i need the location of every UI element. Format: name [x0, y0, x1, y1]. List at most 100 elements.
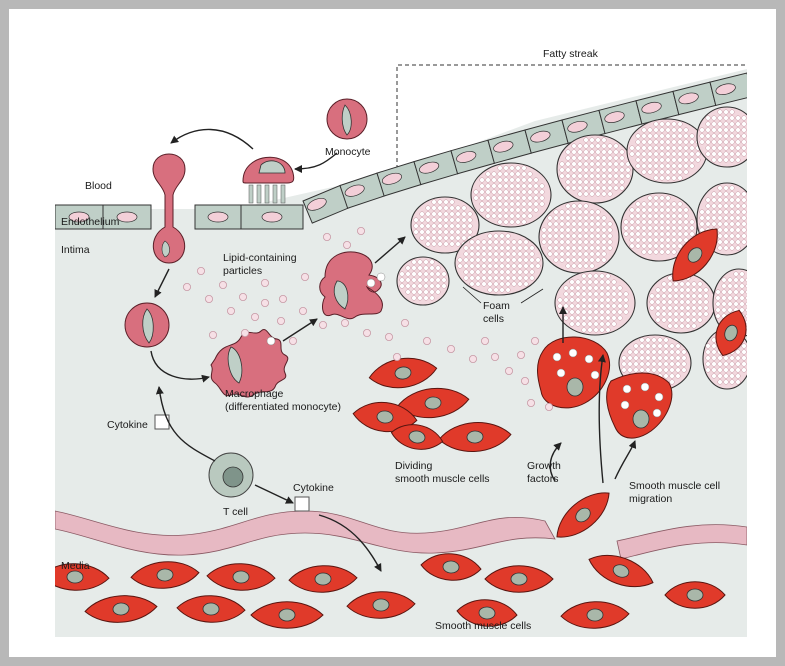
foam-cell [696, 106, 747, 168]
foam-cell [556, 134, 634, 204]
label-lipid-particles-line2: particles [223, 265, 262, 277]
label-smooth-muscle-cells: Smooth muscle cells [435, 620, 531, 632]
smooth-muscle-cell [206, 563, 276, 591]
foam-cell [626, 118, 708, 184]
lipid-particle [298, 306, 307, 315]
lipid-particle [226, 306, 235, 315]
smooth-muscle-cell [352, 402, 418, 432]
lipid-particle [276, 316, 285, 325]
endothelial-cell [240, 204, 304, 230]
foam-cell [554, 270, 636, 336]
engulfing-macrophage [319, 251, 386, 320]
monocyte-cell [326, 98, 368, 140]
lipid-particle [288, 336, 297, 345]
foam-cell [646, 272, 716, 334]
lipid-particle [362, 328, 371, 337]
smooth-muscle-cell [672, 228, 718, 282]
foam-cell [410, 196, 480, 254]
smooth-muscle-cell [664, 581, 726, 609]
smooth-muscle-cell [130, 561, 200, 589]
foam-cell [454, 230, 544, 296]
endothelial-cell [194, 204, 242, 230]
foam-cell [538, 200, 620, 274]
endothelial-cell [376, 160, 422, 197]
label-dividing-smc-line1: Dividing [395, 460, 433, 472]
label-dividing-smc-line2: smooth muscle cells [395, 473, 490, 485]
endothelial-cell [672, 81, 717, 116]
lipid-particle [422, 336, 431, 345]
smooth-muscle-cell [176, 595, 246, 623]
label-endothelium: Endothelium [61, 216, 120, 228]
lipid-particle [300, 272, 309, 281]
lipid-particle [240, 328, 249, 337]
smooth-muscle-cell [588, 554, 654, 588]
adhering-monocyte [242, 156, 295, 204]
lipid-particle [342, 240, 351, 249]
smooth-muscle-cell [250, 601, 324, 629]
smooth-muscle-cell [368, 357, 438, 389]
lipid-particle [196, 266, 205, 275]
lipid-particle [504, 366, 513, 375]
lipid-particle [392, 352, 401, 361]
lipid-particle [238, 292, 247, 301]
label-leader-lines [462, 286, 544, 304]
lipid-particle [526, 398, 535, 407]
lipid-particle [520, 376, 529, 385]
lipid-particle [318, 320, 327, 329]
lipid-particle [204, 294, 213, 303]
lipid-particle [208, 330, 217, 339]
endothelial-cell [524, 119, 569, 154]
smooth-muscle-cell [715, 309, 747, 357]
endothelial-cell [709, 72, 747, 107]
endothelial-cell [450, 139, 496, 175]
internal-elastic-lamina [55, 510, 556, 556]
label-foam-cells-line2: cells [483, 313, 504, 325]
label-macrophage-line1: Macrophage [225, 388, 284, 400]
lipid-particle [260, 278, 269, 287]
cytokine-square-right [294, 496, 310, 512]
label-smc-migration-line1: Smooth muscle cell [629, 480, 720, 492]
t-cell [208, 452, 254, 498]
diapedesing-monocyte [152, 153, 186, 264]
lipid-particle [260, 298, 269, 307]
smooth-muscle-cell [346, 591, 416, 619]
intima-monocyte [124, 302, 170, 348]
lipid-particle [278, 294, 287, 303]
lipid-particles [182, 226, 553, 411]
endothelial-cell [102, 204, 152, 230]
foam-cell [620, 192, 698, 262]
macrophage-cell [210, 329, 289, 398]
smooth-muscle-cell [420, 553, 482, 581]
smooth-muscle-cell [288, 565, 358, 593]
lipid-particle [468, 354, 477, 363]
label-lipid-particles-line1: Lipid-containing [223, 252, 297, 264]
smooth-muscle-cell [456, 599, 518, 627]
lipid-particle [356, 226, 365, 235]
smooth-muscle-cell [556, 492, 610, 538]
elastic-lamina-right [616, 524, 747, 560]
label-t-cell: T cell [223, 506, 248, 518]
lipid-particle [182, 282, 191, 291]
lipid-particle [490, 352, 499, 361]
diagram-canvas: Fatty streak Monocyte Blood Endothelium … [55, 48, 747, 637]
fatty-streak-bracket [396, 64, 747, 169]
smooth-muscle-cell [84, 595, 158, 623]
lipid-particle [480, 336, 489, 345]
smooth-muscle-cell [55, 563, 110, 591]
smooth-muscle-cell [396, 387, 470, 419]
label-monocyte: Monocyte [325, 146, 371, 158]
lipid-particle [400, 318, 409, 327]
lipid-particle [530, 336, 539, 345]
label-media: Media [61, 560, 90, 572]
lipid-particle [446, 344, 455, 353]
label-growth-factors-line2: factors [527, 473, 559, 485]
smooth-muscle-cell [390, 424, 444, 450]
lipid-particle [250, 312, 259, 321]
lipid-particle [322, 232, 331, 241]
foam-cell [470, 162, 552, 228]
foam-cell [396, 256, 450, 306]
label-cytokine-left: Cytokine [107, 419, 148, 431]
lipid-particle [218, 280, 227, 289]
lipid-particle [516, 350, 525, 359]
endothelial-cell [487, 129, 532, 164]
